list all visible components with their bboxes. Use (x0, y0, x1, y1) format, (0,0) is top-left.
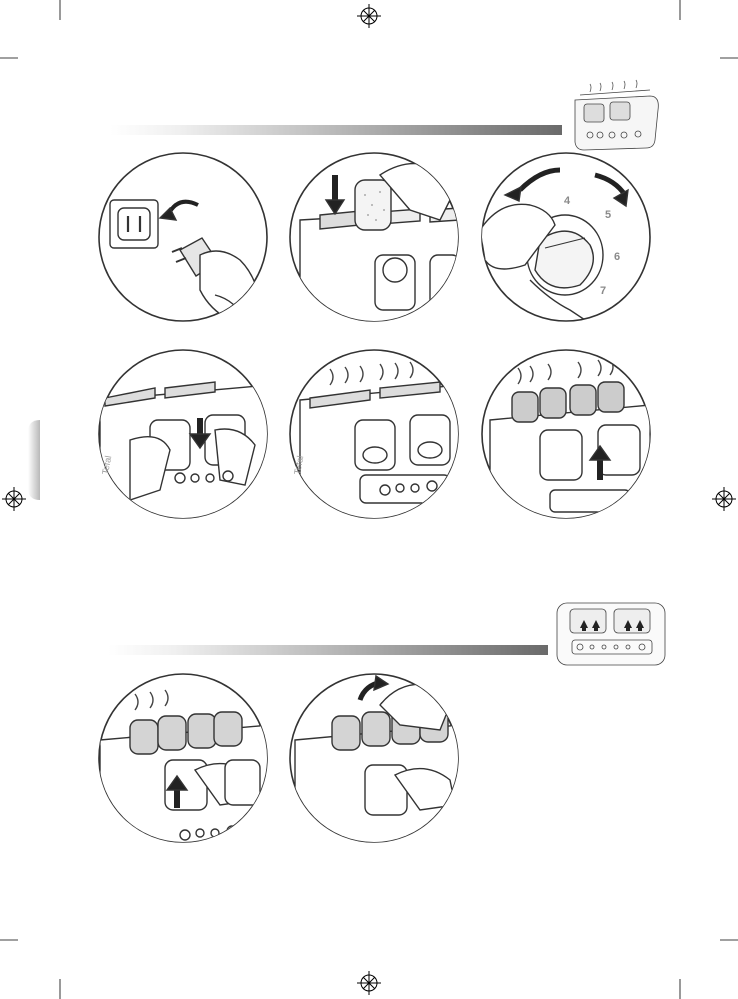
dial-setting-7: 7 (600, 285, 606, 297)
step7-lift-lever-illustration (99, 674, 270, 850)
toaster-thumbnail-bottom (557, 603, 665, 665)
step1-plug-illustration (99, 153, 267, 321)
dial-setting-4: 4 (564, 195, 571, 207)
step5-toasting-illustration: Tefal (290, 350, 460, 520)
step2-insert-bread-illustration (290, 153, 470, 330)
step3-browning-dial-illustration: 4 5 6 7 (480, 153, 650, 330)
registration-mark-bottom (357, 971, 381, 995)
registration-mark-left (2, 487, 26, 511)
side-tab (28, 420, 40, 500)
registration-mark-top (357, 4, 381, 28)
section-bar-2 (108, 645, 548, 655)
step4-press-lever-illustration: Tefal (99, 350, 270, 520)
dial-setting-6: 6 (614, 251, 620, 263)
dial-setting-5: 5 (605, 209, 611, 221)
toaster-thumbnail-top (575, 80, 658, 150)
registration-mark-right (712, 487, 736, 511)
step8-remove-toast-illustration (290, 674, 460, 850)
step6-toast-pops-up-illustration (482, 350, 650, 520)
section-bar-1 (110, 125, 562, 135)
